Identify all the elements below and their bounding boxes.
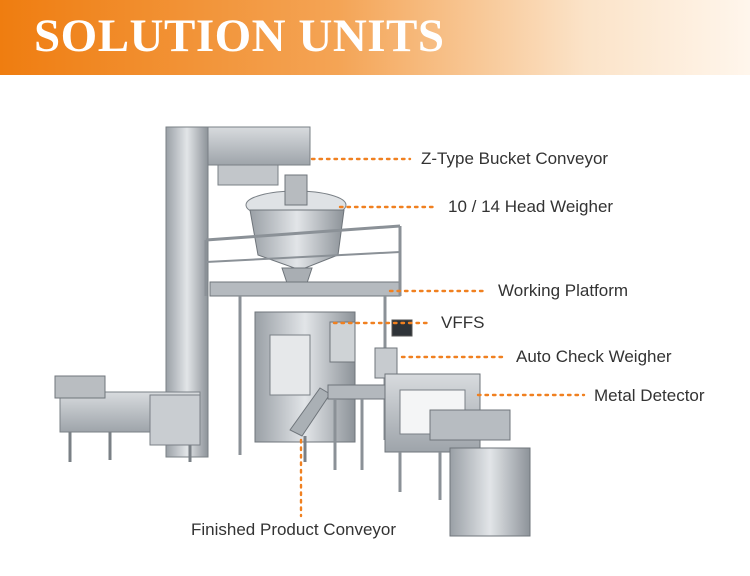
metal-detector-graphic (384, 373, 531, 537)
label-finished-product-conveyor: Finished Product Conveyor (191, 520, 397, 539)
label-z-type-bucket-conveyor: Z-Type Bucket Conveyor (421, 149, 609, 168)
bucket-conveyor-graphic (54, 126, 311, 462)
label-auto-check-weigher: Auto Check Weigher (516, 347, 672, 366)
label-head-weigher: 10 / 14 Head Weigher (448, 197, 614, 216)
label-vffs: VFFS (441, 313, 485, 332)
header-banner: SOLUTION UNITS (0, 0, 750, 75)
label-working-platform: Working Platform (498, 281, 629, 300)
page-title: SOLUTION UNITS (34, 10, 445, 62)
label-metal-detector: Metal Detector (594, 386, 705, 405)
head-weigher-graphic (245, 174, 347, 293)
